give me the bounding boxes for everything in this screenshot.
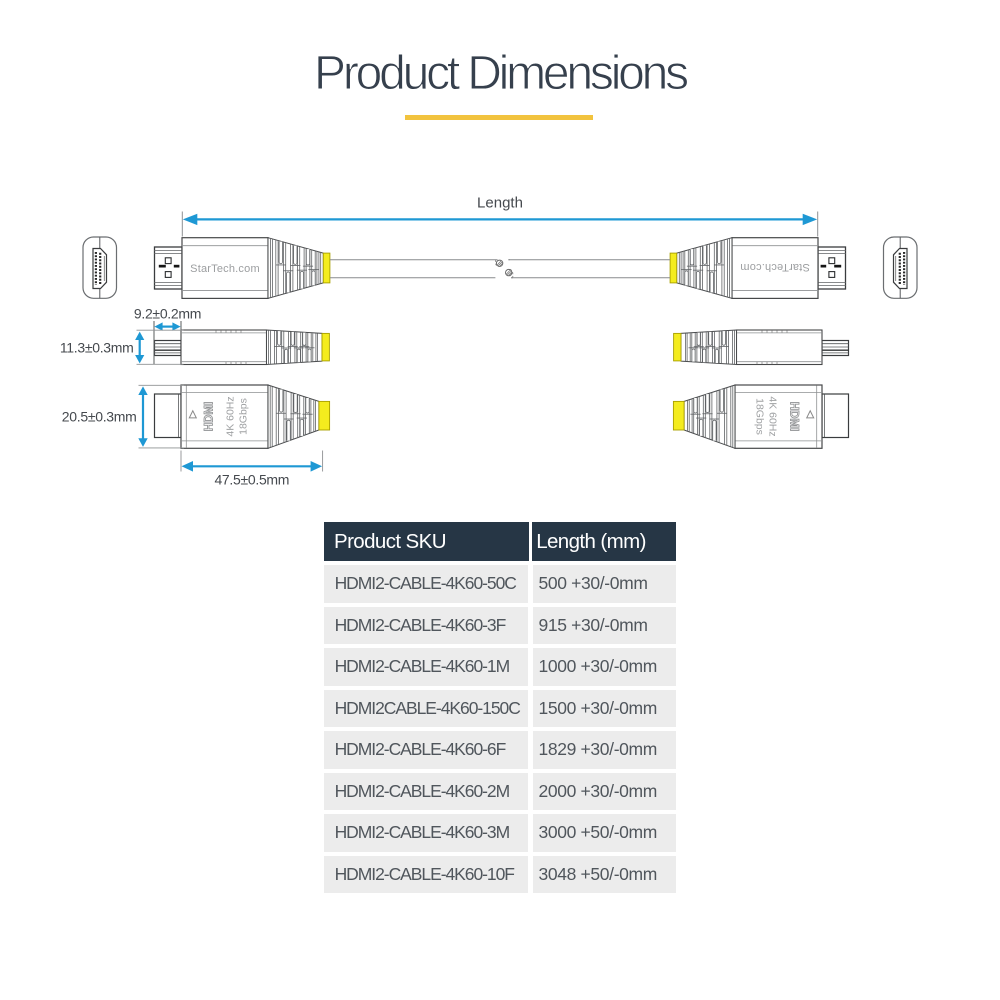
svg-text:18Gbps: 18Gbps <box>754 398 766 435</box>
svg-text:HDMI: HDMI <box>788 402 800 431</box>
svg-text:StarTech.com: StarTech.com <box>740 261 810 273</box>
svg-text:47.5±0.5mm: 47.5±0.5mm <box>214 472 289 488</box>
svg-text:20.5±0.3mm: 20.5±0.3mm <box>62 409 137 425</box>
svg-text:StarTech.com: StarTech.com <box>190 263 260 275</box>
svg-text:HDMI: HDMI <box>204 402 216 431</box>
svg-text:18Gbps: 18Gbps <box>238 398 250 435</box>
svg-text:9.2±0.2mm: 9.2±0.2mm <box>134 305 201 321</box>
svg-text:4K 60Hz: 4K 60Hz <box>767 396 779 436</box>
svg-text:Length: Length <box>477 195 523 212</box>
svg-text:11.3±0.3mm: 11.3±0.3mm <box>60 339 134 355</box>
svg-text:4K 60Hz: 4K 60Hz <box>225 396 237 436</box>
